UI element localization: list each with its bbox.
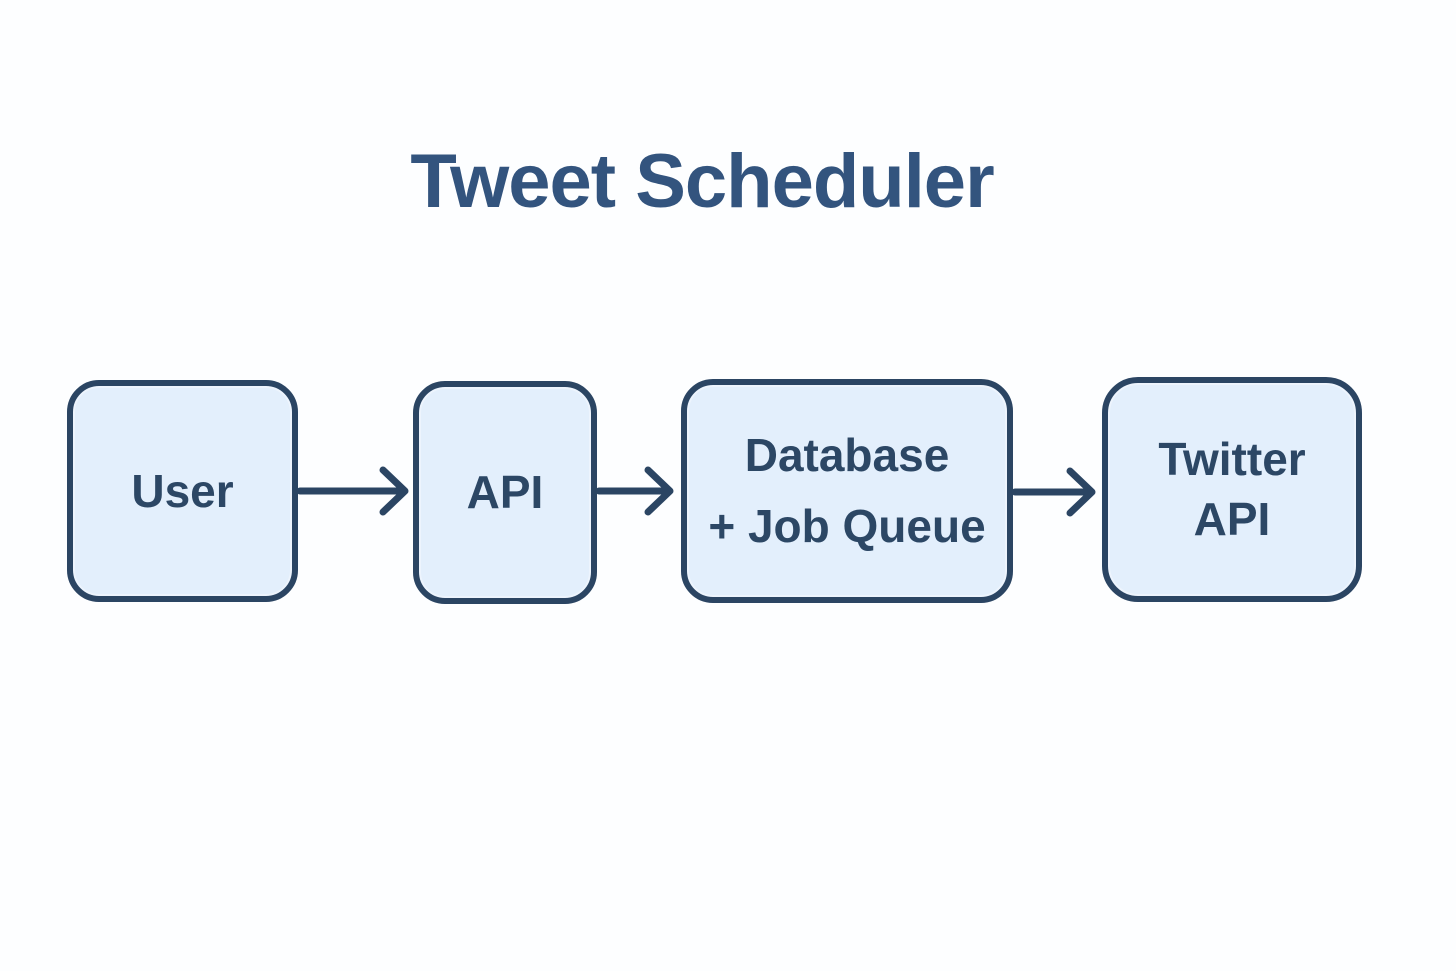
node-twitter-api-label-line-2: API (1193, 492, 1271, 545)
page-title: Tweet Scheduler (410, 139, 994, 224)
arrow-database-job-queue-to-twitter-api (1011, 467, 1096, 517)
node-database-job-queue: Database + Job Queue (681, 379, 1013, 603)
node-user-label: User (131, 464, 234, 517)
arrow-user-to-api (296, 466, 409, 516)
node-twitter-api: Twitter API (1102, 377, 1362, 602)
node-database-job-queue-label-line-2: + Job Queue (708, 500, 986, 552)
node-database-job-queue-label-line-1: Database (744, 428, 950, 481)
node-user: User (67, 380, 298, 602)
node-api: API (413, 381, 597, 604)
node-twitter-api-label-line-1: Twitter (1158, 432, 1306, 485)
arrow-api-to-database-job-queue (595, 466, 674, 516)
node-api-label: API (466, 466, 544, 519)
